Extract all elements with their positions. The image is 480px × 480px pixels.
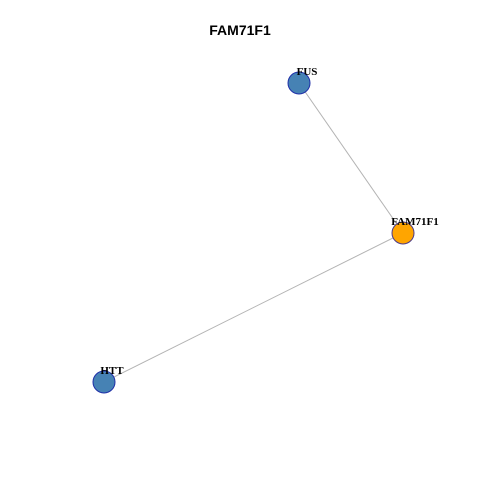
edge-htt-fam71f1 bbox=[103, 232, 404, 383]
edge-fus-fam71f1 bbox=[298, 82, 404, 234]
node-fam71f1: FAM71F1 bbox=[391, 216, 439, 245]
node-circle-htt bbox=[92, 370, 116, 394]
edges-layer bbox=[103, 82, 404, 383]
graph-title: FAM71F1 bbox=[209, 22, 271, 38]
node-fus: FUS bbox=[287, 66, 318, 95]
node-label-fam71f1: FAM71F1 bbox=[391, 216, 438, 228]
node-htt: HTT bbox=[92, 365, 124, 394]
node-circle-fam71f1 bbox=[391, 221, 415, 245]
node-label-htt: HTT bbox=[100, 365, 124, 377]
node-circle-fus bbox=[287, 71, 311, 95]
node-label-fus: FUS bbox=[297, 66, 318, 78]
